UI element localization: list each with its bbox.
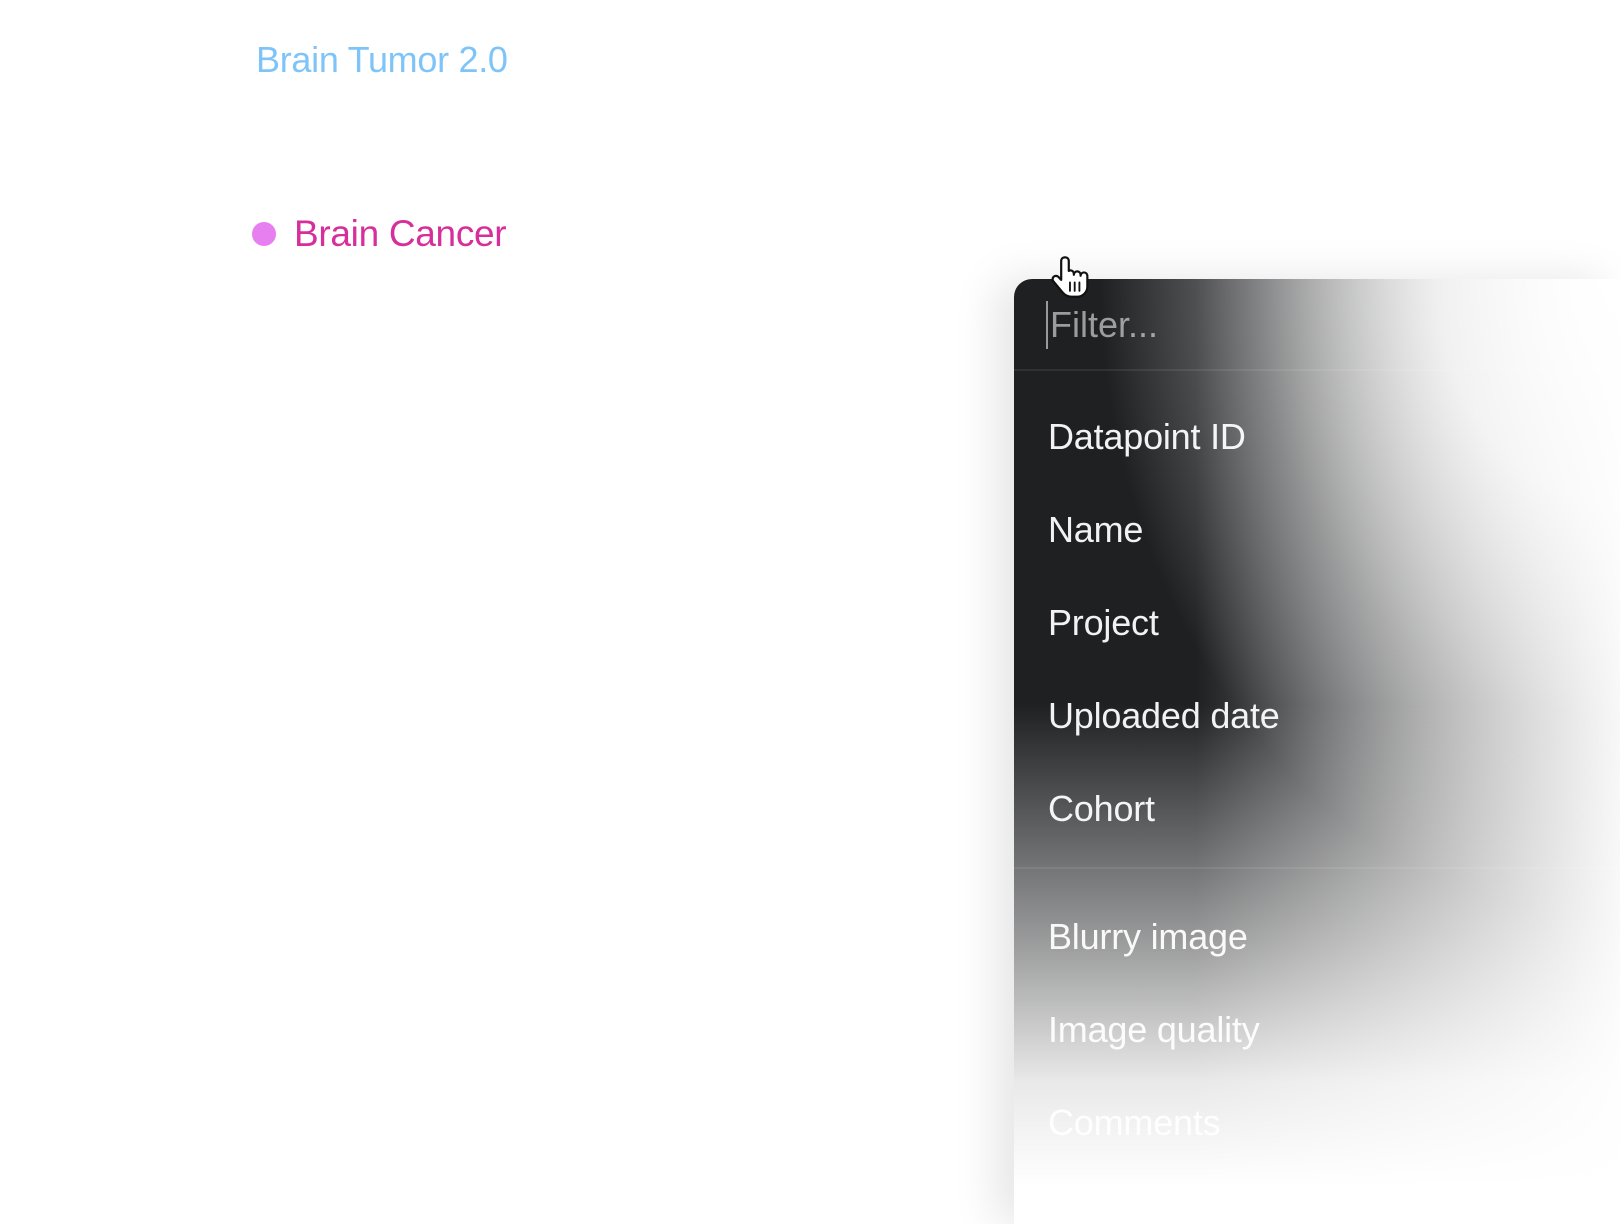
filter-input[interactable] xyxy=(1046,301,1570,349)
menu-item-uploaded-date[interactable]: Uploaded date xyxy=(1048,695,1280,736)
menu-item-name[interactable]: Name xyxy=(1048,509,1144,550)
menu-item-project[interactable]: Project xyxy=(1048,602,1159,643)
tag-chip[interactable]: Brain Cancer xyxy=(252,210,507,258)
menu-item-blurry-image[interactable]: Blurry image xyxy=(1048,916,1248,957)
project-name-link[interactable]: Brain Tumor 2.0 xyxy=(256,39,508,80)
tag-label: Brain Cancer xyxy=(294,213,507,254)
menu-item-cohort[interactable]: Cohort xyxy=(1048,788,1155,829)
column-picker-dropdown: Datapoint ID Name Project Uploaded date … xyxy=(1014,279,1620,1224)
menu-item-datapoint-id[interactable]: Datapoint ID xyxy=(1048,416,1246,457)
hand-pointer-icon xyxy=(1051,256,1089,298)
menu-divider xyxy=(1014,867,1620,869)
menu-item-image-quality[interactable]: Image quality xyxy=(1048,1009,1260,1050)
filter-row xyxy=(1014,279,1620,371)
tag-color-dot-icon xyxy=(252,222,276,246)
menu-item-comments[interactable]: Comments xyxy=(1048,1102,1221,1143)
